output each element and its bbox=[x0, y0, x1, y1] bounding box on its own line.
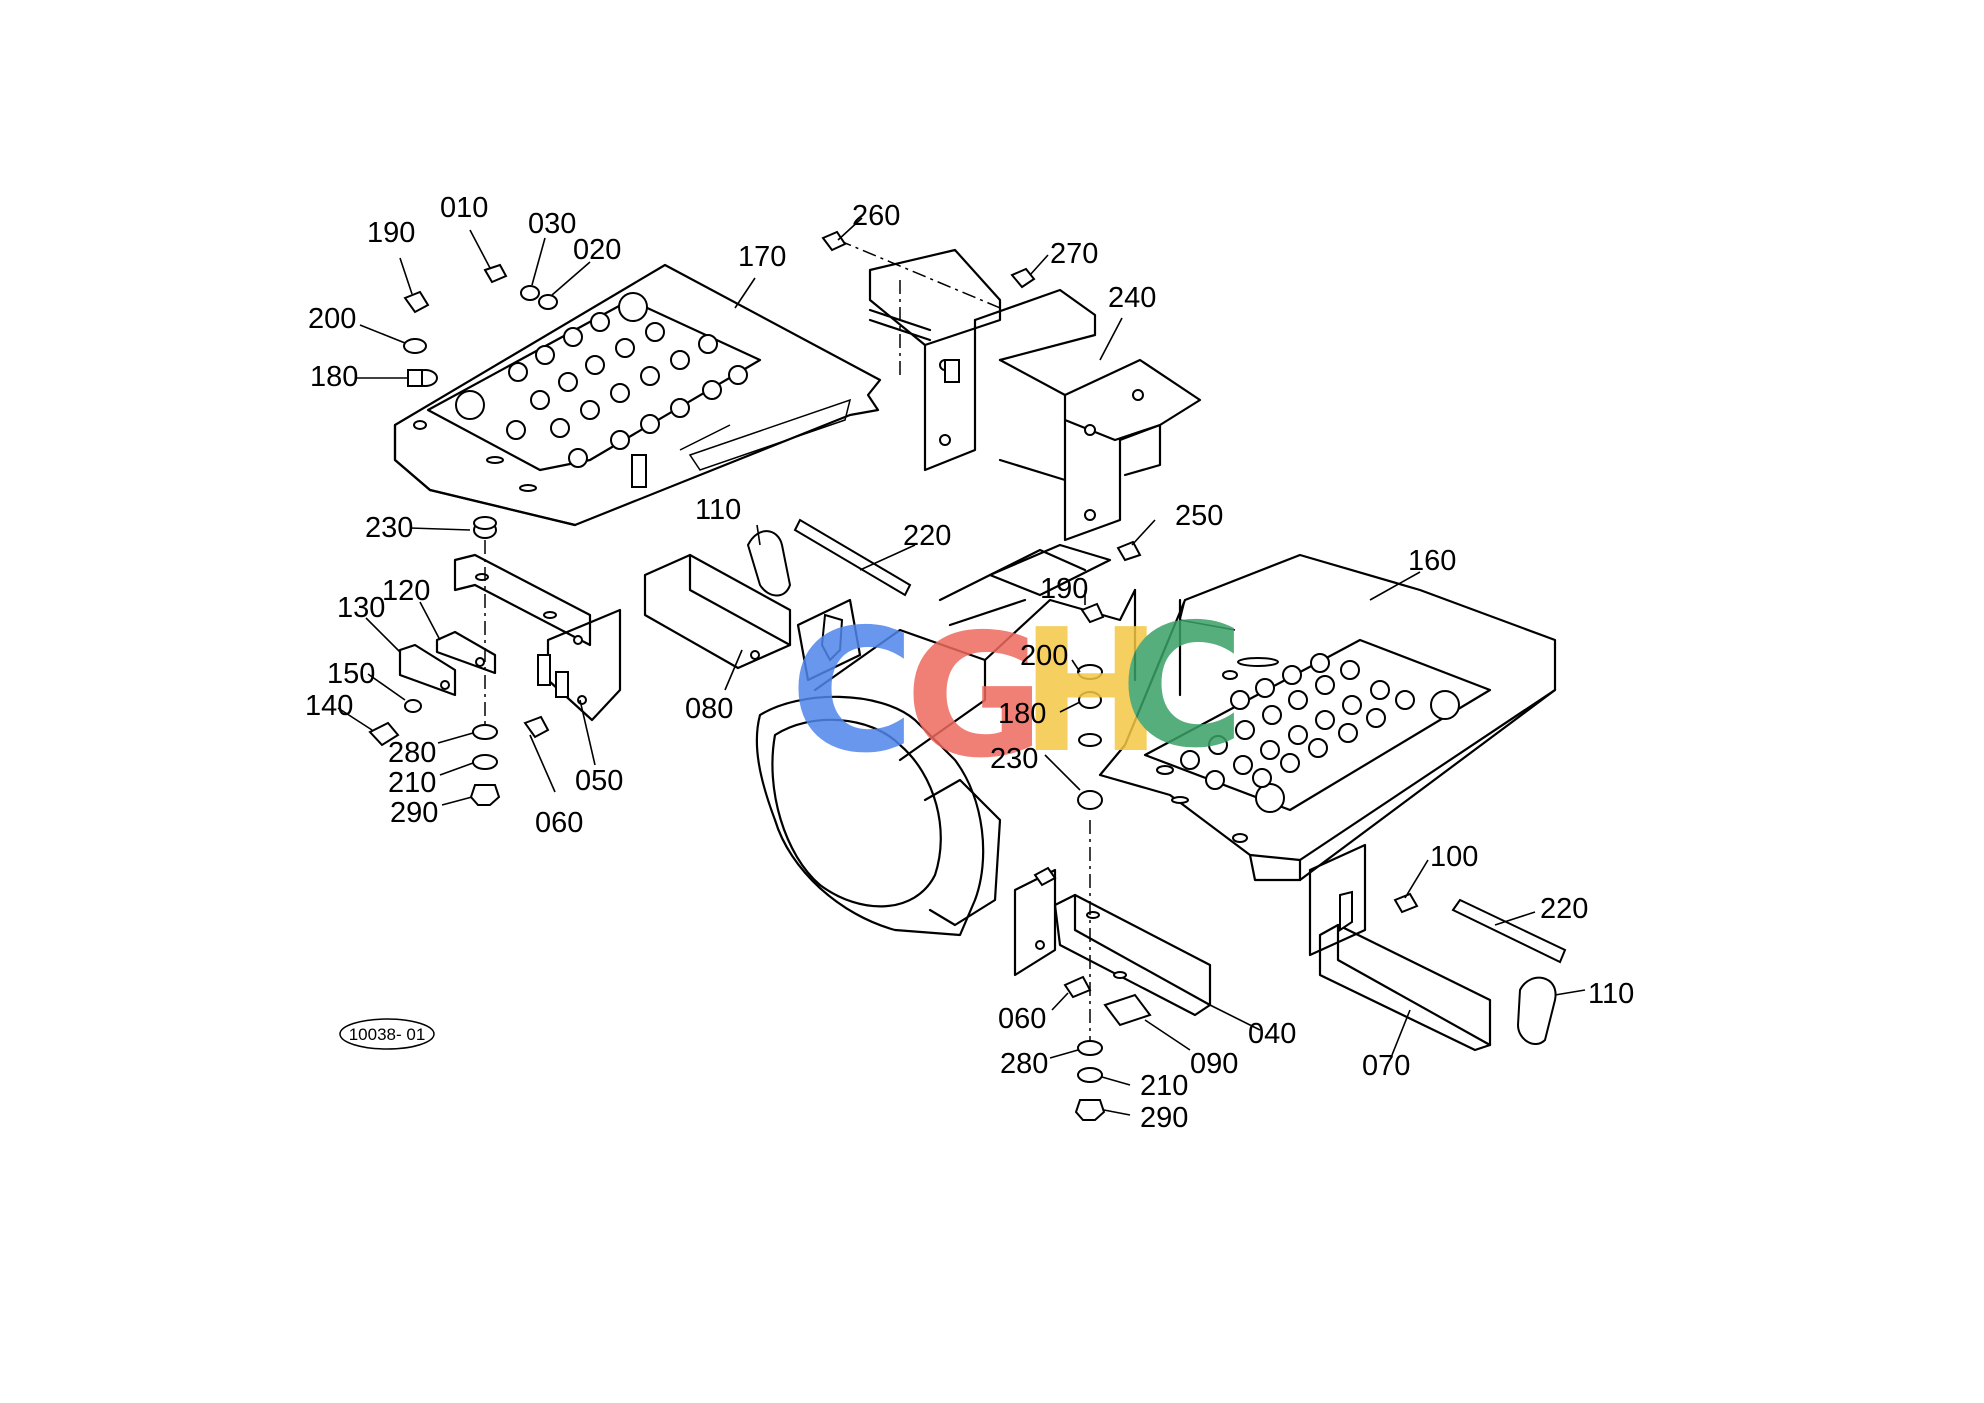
label-290-right: 290 bbox=[1140, 1102, 1188, 1134]
bolt-260-icon bbox=[821, 230, 847, 252]
label-140: 140 bbox=[305, 690, 353, 722]
label-150: 150 bbox=[327, 658, 375, 690]
hardware-right-stack bbox=[1074, 540, 1142, 1121]
label-020: 020 bbox=[573, 234, 621, 266]
callout-labels: 010 030 020 190 200 180 170 260 270 240 … bbox=[305, 192, 1634, 1134]
label-060-left: 060 bbox=[535, 807, 583, 839]
label-130: 130 bbox=[337, 592, 385, 624]
watermark: C G H C bbox=[790, 588, 1245, 796]
label-120: 120 bbox=[382, 575, 430, 607]
label-070: 070 bbox=[1362, 1050, 1410, 1082]
bracket-040 bbox=[1013, 866, 1212, 1027]
nut-270-icon bbox=[1010, 267, 1036, 289]
label-180-top: 180 bbox=[310, 361, 358, 393]
plates-120-130 bbox=[398, 630, 497, 697]
label-220-left: 220 bbox=[903, 520, 951, 552]
label-160: 160 bbox=[1408, 545, 1456, 577]
label-180-right: 180 bbox=[998, 698, 1046, 730]
label-210-right: 210 bbox=[1140, 1070, 1188, 1102]
label-050: 050 bbox=[575, 765, 623, 797]
label-040: 040 bbox=[1248, 1018, 1296, 1050]
bracket-050 bbox=[453, 553, 622, 722]
label-100: 100 bbox=[1430, 841, 1478, 873]
step-bar-070 bbox=[1308, 843, 1567, 1052]
rubber-strip-220-icon bbox=[793, 518, 912, 597]
watermark-letter-4: C bbox=[1120, 588, 1245, 786]
label-290-left: 290 bbox=[390, 797, 438, 829]
label-090: 090 bbox=[1190, 1048, 1238, 1080]
label-230-left: 230 bbox=[365, 512, 413, 544]
label-190-top: 190 bbox=[367, 217, 415, 249]
step-bar-080 bbox=[643, 553, 862, 682]
label-250: 250 bbox=[1175, 500, 1223, 532]
step-plate-right bbox=[1098, 553, 1557, 882]
label-280-left: 280 bbox=[388, 737, 436, 769]
label-110-right: 110 bbox=[1588, 978, 1634, 1010]
label-110-left: 110 bbox=[695, 494, 741, 526]
watermark-letter-3: H bbox=[1020, 593, 1162, 791]
label-220-right: 220 bbox=[1540, 893, 1588, 925]
label-260: 260 bbox=[852, 200, 900, 232]
label-240: 240 bbox=[1108, 282, 1156, 314]
bracket-240 bbox=[837, 239, 1202, 542]
label-190-right: 190 bbox=[1040, 573, 1088, 605]
label-170: 170 bbox=[738, 241, 786, 273]
hardware-left-stack bbox=[368, 263, 558, 806]
label-270: 270 bbox=[1050, 238, 1098, 270]
step-pad-110-icon bbox=[746, 530, 792, 597]
step-plate-left bbox=[393, 263, 882, 527]
label-200-top: 200 bbox=[308, 303, 356, 335]
leader-lines bbox=[337, 217, 1586, 1116]
label-080: 080 bbox=[685, 693, 733, 725]
label-200-right: 200 bbox=[1020, 640, 1068, 672]
label-280-right: 280 bbox=[1000, 1048, 1048, 1080]
label-030: 030 bbox=[528, 208, 576, 240]
label-230-right: 230 bbox=[990, 743, 1038, 775]
label-010: 010 bbox=[440, 192, 488, 224]
watermark-letter-1: C bbox=[790, 593, 915, 791]
drawing-id-text: 10038- 01 bbox=[349, 1025, 426, 1044]
drawing-id-badge: 10038- 01 bbox=[339, 1018, 435, 1050]
label-210-left: 210 bbox=[388, 767, 436, 799]
watermark-letter-2: G bbox=[905, 598, 1045, 796]
label-060-right: 060 bbox=[998, 1003, 1046, 1035]
